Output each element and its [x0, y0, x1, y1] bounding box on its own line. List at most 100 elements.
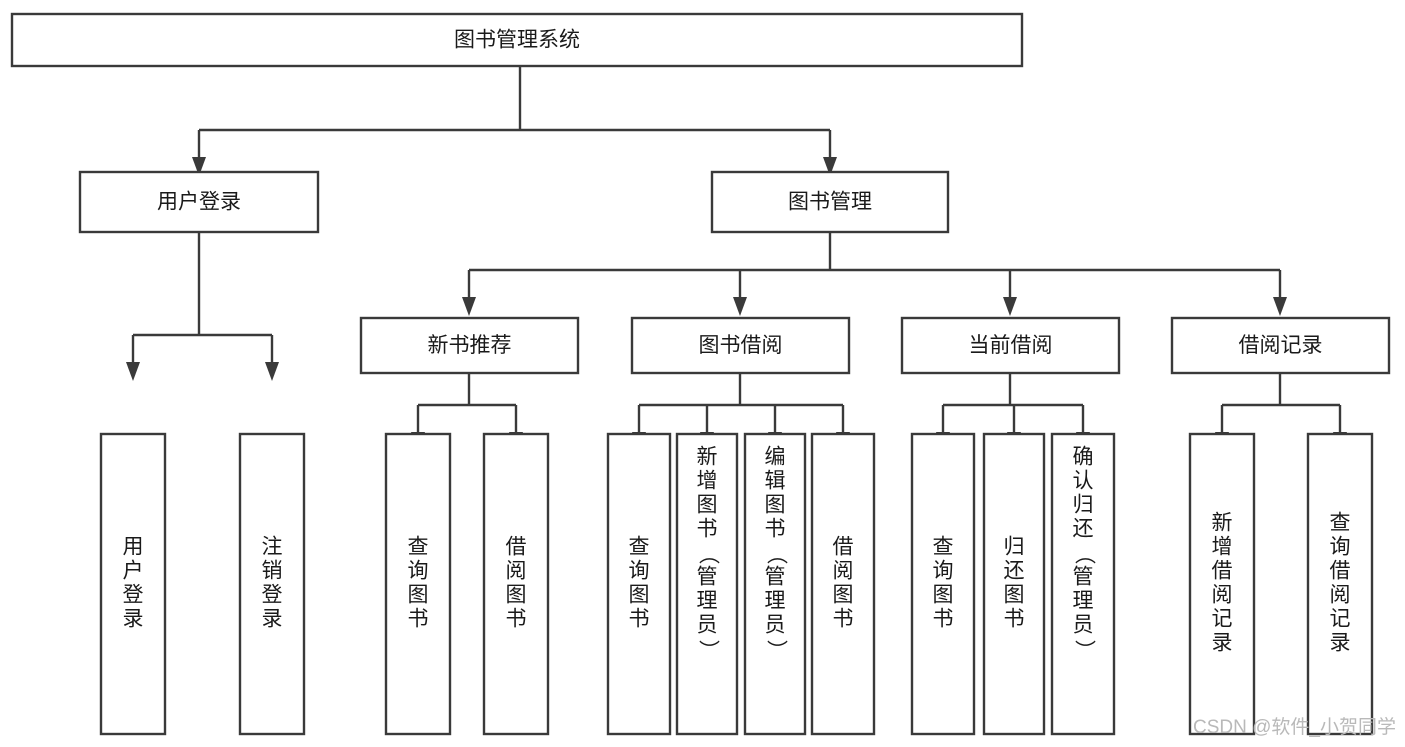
node-label-book-borrow: 图书借阅 — [699, 334, 783, 357]
node-box-leaf-user-login[interactable] — [99, 432, 167, 736]
node-label-leaf-add-book-admin-char-4: （ — [696, 544, 719, 565]
node-label-leaf-return-book-char-1: 还 — [1004, 560, 1025, 583]
node-box-leaf-query-book-2[interactable] — [606, 432, 672, 736]
node-book-manage[interactable]: 图书管理 — [710, 170, 950, 234]
node-label-leaf-confirm-return-admin-char-7: 员 — [1073, 614, 1094, 637]
node-undefined[interactable]: 图书管理系统 — [10, 12, 1024, 68]
nodes-layer: 图书管理系统用户登录图书管理新书推荐图书借阅当前借阅借阅记录用户登录注销登录查询… — [10, 12, 1391, 736]
node-label-leaf-edit-book-admin-char-0: 编 — [765, 446, 786, 469]
node-label-leaf-borrow-book-2-char-1: 阅 — [833, 560, 854, 583]
node-label-leaf-add-book-admin-char-5: 管 — [697, 566, 718, 589]
node-box-leaf-edit-book-admin[interactable] — [743, 432, 807, 736]
node-box-leaf-query-book-3[interactable] — [910, 432, 976, 736]
node-label-leaf-edit-book-admin-char-7: 员 — [765, 614, 786, 637]
node-label-leaf-confirm-return-admin-char-0: 确 — [1073, 446, 1094, 469]
csdn-watermark: CSDN @软件_小贺同学 — [1193, 716, 1396, 738]
node-label-leaf-add-book-admin-char-1: 增 — [697, 470, 718, 493]
node-box-leaf-return-book[interactable] — [982, 432, 1046, 736]
node-box-leaf-query-borrow-record[interactable] — [1306, 432, 1374, 736]
node-label-leaf-query-book-3-char-0: 查 — [933, 536, 954, 559]
node-box-leaf-query-book-1[interactable] — [384, 432, 452, 736]
node-label-leaf-query-book-2-char-3: 书 — [629, 608, 650, 631]
node-box-borrow-record[interactable] — [1170, 316, 1391, 375]
node-label-leaf-add-book-admin-char-8: ） — [696, 640, 719, 661]
node-box-current-borrow[interactable] — [900, 316, 1121, 375]
node-label-undefined: 图书管理系统 — [454, 29, 580, 52]
node-label-leaf-borrow-book-1-char-0: 借 — [506, 536, 527, 559]
node-label-leaf-edit-book-admin-char-8: ） — [764, 640, 787, 661]
node-label-leaf-edit-book-admin-char-2: 图 — [765, 494, 786, 517]
node-label-leaf-query-book-2-char-2: 图 — [629, 584, 650, 607]
node-label-leaf-confirm-return-admin-char-6: 理 — [1073, 590, 1094, 613]
node-label-book-manage: 图书管理 — [788, 191, 872, 214]
node-label-leaf-confirm-return-admin-char-8: ） — [1072, 640, 1095, 661]
node-label-new-book-recommend: 新书推荐 — [428, 334, 512, 357]
arrow-head-icon — [126, 362, 140, 381]
connectors-layer — [126, 66, 1347, 451]
node-borrow-record[interactable]: 借阅记录 — [1170, 316, 1391, 375]
node-user-login[interactable]: 用户登录 — [78, 170, 320, 234]
node-label-leaf-query-borrow-record-char-0: 查 — [1330, 512, 1351, 535]
node-book-borrow[interactable]: 图书借阅 — [630, 316, 851, 375]
node-label-leaf-query-book-1-char-1: 询 — [408, 560, 429, 583]
node-box-leaf-borrow-book-1[interactable] — [482, 432, 550, 736]
node-new-book-recommend[interactable]: 新书推荐 — [359, 316, 580, 375]
node-box-book-manage[interactable] — [710, 170, 950, 234]
node-box-leaf-add-borrow-record[interactable] — [1188, 432, 1256, 736]
node-label-leaf-add-borrow-record-char-2: 借 — [1212, 560, 1233, 583]
node-label-leaf-return-book-char-0: 归 — [1004, 536, 1025, 559]
node-box-leaf-add-book-admin[interactable] — [675, 432, 739, 736]
node-label-leaf-borrow-book-1-char-1: 阅 — [506, 560, 527, 583]
arrow-head-icon — [462, 297, 476, 316]
arrow-head-icon — [1273, 297, 1287, 316]
node-label-leaf-add-borrow-record-char-3: 阅 — [1212, 584, 1233, 607]
node-label-leaf-query-borrow-record-char-3: 阅 — [1330, 584, 1351, 607]
node-label-leaf-query-book-2-char-0: 查 — [629, 536, 650, 559]
node-box-leaf-logout[interactable] — [238, 432, 306, 736]
node-label-leaf-logout-char-0: 注 — [262, 536, 283, 559]
node-label-leaf-user-login-char-2: 登 — [123, 584, 144, 607]
node-label-leaf-query-book-3-char-2: 图 — [933, 584, 954, 607]
node-label-leaf-add-book-admin-char-2: 图 — [697, 494, 718, 517]
node-box-leaf-borrow-book-2[interactable] — [810, 432, 876, 736]
node-label-current-borrow: 当前借阅 — [969, 334, 1053, 357]
node-box-leaf-confirm-return-admin[interactable] — [1050, 432, 1116, 736]
node-label-leaf-confirm-return-admin-char-2: 归 — [1073, 494, 1094, 517]
node-label-leaf-query-book-2-char-1: 询 — [629, 560, 650, 583]
node-current-borrow[interactable]: 当前借阅 — [900, 316, 1121, 375]
node-label-user-login: 用户登录 — [157, 191, 241, 214]
node-label-leaf-logout-char-2: 登 — [262, 584, 283, 607]
node-leaf-user-login[interactable]: 用户登录 — [99, 432, 167, 736]
node-box-new-book-recommend[interactable] — [359, 316, 580, 375]
node-label-leaf-borrow-book-1-char-2: 图 — [506, 584, 527, 607]
arrow-head-icon — [1003, 297, 1017, 316]
node-label-leaf-user-login-char-0: 用 — [123, 536, 144, 559]
node-label-leaf-add-book-admin-char-6: 理 — [697, 590, 718, 613]
node-box-user-login[interactable] — [78, 170, 320, 234]
node-label-leaf-query-book-1-char-0: 查 — [408, 536, 429, 559]
arrow-head-icon — [733, 297, 747, 316]
node-label-leaf-borrow-book-2-char-0: 借 — [833, 536, 854, 559]
node-label-leaf-query-borrow-record-char-2: 借 — [1330, 560, 1351, 583]
node-label-leaf-edit-book-admin-char-3: 书 — [765, 518, 786, 541]
node-label-leaf-borrow-book-1-char-3: 书 — [506, 608, 527, 631]
node-label-leaf-query-book-1-char-2: 图 — [408, 584, 429, 607]
node-label-leaf-add-book-admin-char-3: 书 — [697, 518, 718, 541]
node-box-book-borrow[interactable] — [630, 316, 851, 375]
node-label-leaf-edit-book-admin-char-4: （ — [764, 544, 787, 565]
node-box-undefined[interactable] — [10, 12, 1024, 68]
node-label-leaf-logout-char-1: 销 — [262, 560, 283, 583]
